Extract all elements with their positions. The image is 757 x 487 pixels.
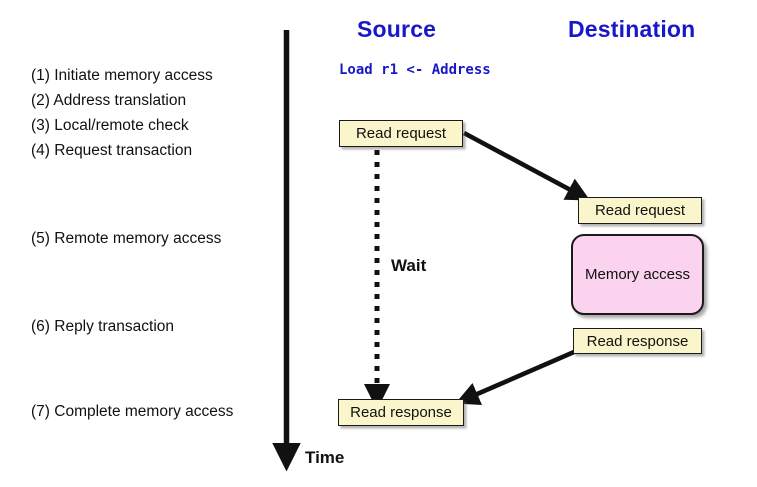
list-item: (3) Local/remote check	[31, 117, 189, 134]
reply-transaction-arrow	[455, 349, 575, 405]
message-box-source-read-response: Read response	[338, 399, 464, 426]
instruction-code: Load r1 <- Address	[339, 62, 491, 78]
list-item: (7) Complete memory access	[31, 403, 234, 420]
list-item: (2) Address translation	[31, 92, 187, 109]
message-box-destination-read-request: Read request	[578, 197, 702, 224]
process-box-memory-access: Memory access	[571, 234, 704, 315]
list-item: (4) Request transaction	[31, 142, 193, 159]
list-item: (5) Remote memory access	[31, 230, 222, 247]
list-item: (6) Reply transaction	[31, 318, 175, 335]
message-box-destination-read-response: Read response	[573, 328, 702, 354]
steps-list: (1) Initiate memory access (2) Address t…	[31, 63, 281, 424]
column-title-source: Source	[357, 16, 437, 42]
request-transaction-arrow	[462, 130, 591, 201]
message-box-source-read-request: Read request	[339, 120, 463, 147]
column-title-destination: Destination	[568, 16, 696, 42]
time-axis-label: Time	[305, 448, 345, 467]
wait-label: Wait	[391, 256, 427, 275]
list-item: (1) Initiate memory access	[31, 67, 213, 84]
